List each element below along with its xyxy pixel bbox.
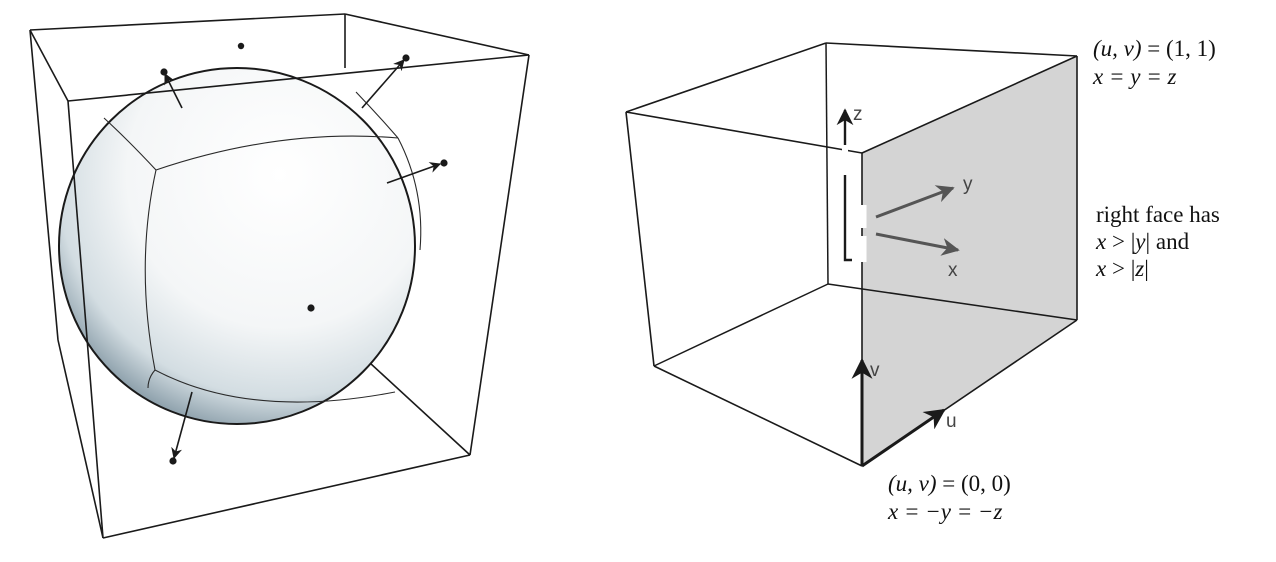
face-note-line3-end: | xyxy=(1144,256,1149,281)
right-figure: z y x v u (u, v) = (1, 1) x = y = z xyxy=(625,36,1220,524)
axis-v: v xyxy=(851,357,880,466)
svg-text:x > |z|: x > |z| xyxy=(1095,256,1149,281)
axis-u: u xyxy=(861,408,957,468)
face-note: right face has x > |y| and x > |z| xyxy=(1095,202,1220,281)
axis-y-label: y xyxy=(963,174,973,195)
face-boundary-curves xyxy=(103,91,422,403)
right-face xyxy=(862,56,1077,466)
top-corner-equation: x = y = z xyxy=(1092,64,1176,89)
sphere xyxy=(58,42,422,425)
axis-y: y xyxy=(875,174,973,219)
face-note-line3-x: x xyxy=(1095,256,1107,281)
axis-x-label: x xyxy=(948,260,958,281)
svg-text:x > |y| and: x > |y| and xyxy=(1095,229,1190,254)
top-corner-annotation: (u, v) = (1, 1) x = y = z xyxy=(1092,36,1216,89)
face-note-line1: right face has xyxy=(1096,202,1220,227)
svg-text:(u, v) = (1, 1): (u, v) = (1, 1) xyxy=(1093,36,1216,61)
axis-z-label: z xyxy=(853,104,863,125)
sphere-point xyxy=(237,42,245,50)
axis-v-label: v xyxy=(870,360,880,381)
top-corner-value: = (1, 1) xyxy=(1142,36,1216,61)
bottom-corner-annotation: (u, v) = (0, 0) x = −y = −z xyxy=(887,471,1011,524)
cube-hidden-edges xyxy=(653,42,1078,367)
face-note-line3-gt: > | xyxy=(1106,256,1135,281)
cube-front-edges xyxy=(29,13,530,539)
bottom-corner-equation: x = −y = −z xyxy=(887,499,1002,524)
left-figure xyxy=(29,13,530,539)
sphere-point xyxy=(307,304,315,312)
axis-u-label: u xyxy=(946,411,957,432)
top-corner-uv: (u, v) xyxy=(1093,36,1142,61)
face-note-line3-z: z xyxy=(1134,256,1144,281)
face-note-line2-y: y xyxy=(1133,229,1146,254)
projected-points xyxy=(160,54,448,465)
svg-text:(u, v) = (0, 0): (u, v) = (0, 0) xyxy=(888,471,1011,496)
bottom-corner-value: = (0, 0) xyxy=(937,471,1011,496)
axis-z: z xyxy=(836,104,863,264)
face-note-line2-end: | and xyxy=(1146,229,1190,254)
face-note-line2-gt: > | xyxy=(1106,229,1135,254)
bottom-corner-uv: (u, v) xyxy=(888,471,937,496)
axis-x: x xyxy=(875,232,960,281)
face-note-line2-x: x xyxy=(1095,229,1107,254)
